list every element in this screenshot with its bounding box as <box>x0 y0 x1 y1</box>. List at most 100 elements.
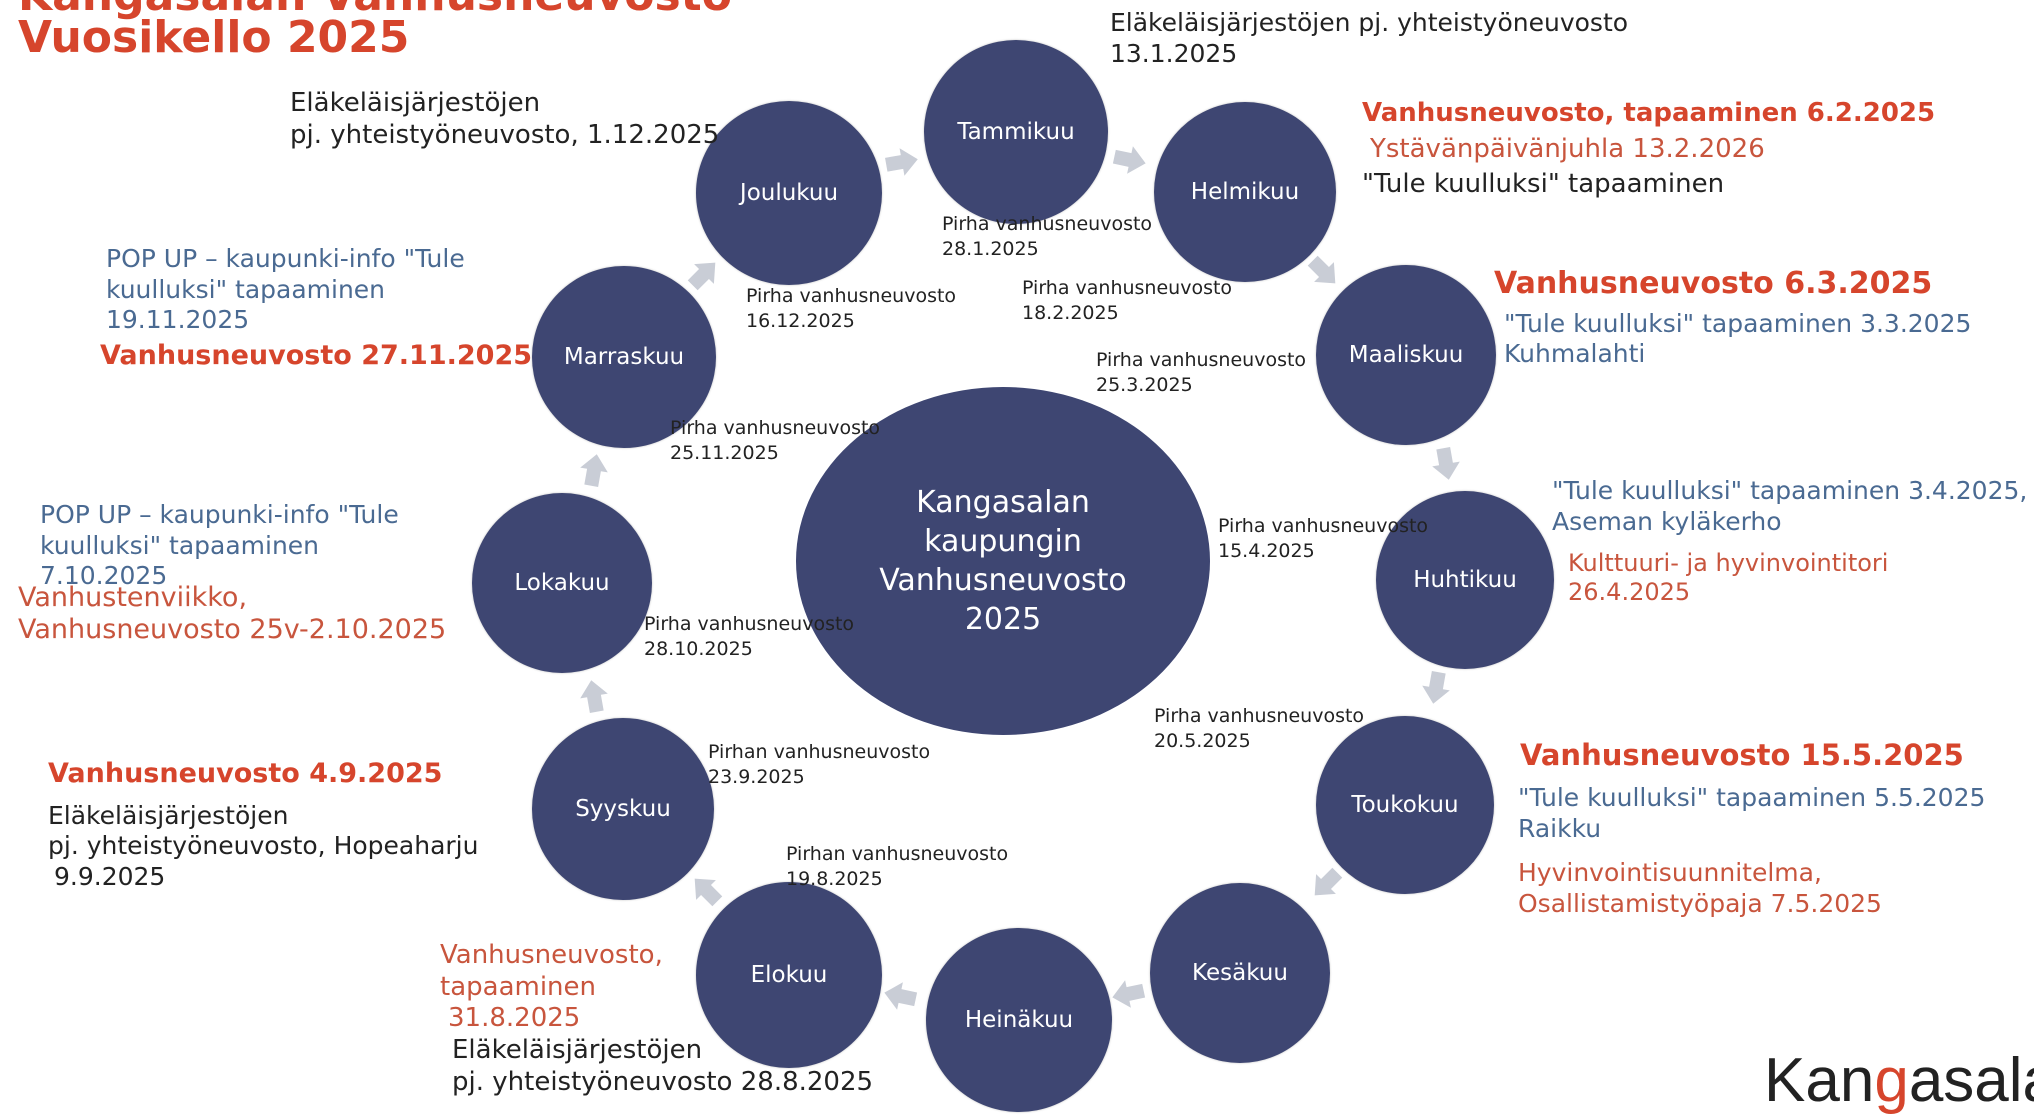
month-kesakuu: Kesäkuu <box>1150 883 1330 1063</box>
month-huhtikuu: Huhtikuu <box>1376 491 1554 669</box>
center-line-3: Vanhusneuvosto <box>879 563 1127 598</box>
note-december-line-1: Eläkeläisjärjestöjen <box>290 88 541 118</box>
note-september-line-4: 9.9.2025 <box>54 861 166 891</box>
note-august-dark-2: pj. yhteistyöneuvosto 28.8.2025 <box>452 1066 874 1097</box>
pirha-december: Pirha vanhusneuvosto 16.12.2025 <box>746 284 956 333</box>
month-lokakuu: Lokakuu <box>472 493 652 673</box>
title-line-1: Kangasalan Vanhusneuvosto <box>18 0 732 18</box>
pirha-may: Pirha vanhusneuvosto 20.5.2025 <box>1154 704 1364 753</box>
note-november-blue-1: POP UP – kaupunki-info "Tule <box>106 244 465 273</box>
note-august: Vanhusneuvosto, tapaaminen 31.8.2025 Elä… <box>440 940 873 1099</box>
note-april: "Tule kuulluksi" tapaaminen 3.4.2025, As… <box>1552 476 2027 608</box>
center-line-4: 2025 <box>964 602 1042 637</box>
pirha-november: Pirha vanhusneuvosto 25.11.2025 <box>670 416 880 465</box>
kangasala-logo: Kangasala <box>1764 1050 2034 1112</box>
center-line-2: kaupungin <box>924 524 1082 559</box>
pirha-september-title: Pirhan vanhusneuvosto <box>708 741 931 763</box>
arrow-mar-to-apr-icon <box>1427 443 1465 484</box>
note-april-line-4: 26.4.2025 <box>1568 578 1691 607</box>
logo-part-3: asala <box>1908 1046 2034 1115</box>
note-may-line-2: "Tule kuulluksi" tapaaminen 5.5.2025 <box>1518 783 1986 813</box>
note-november: POP UP – kaupunki-info "Tule kuulluksi" … <box>100 244 532 372</box>
note-december-line-2: pj. yhteistyöneuvosto, 1.12.2025 <box>290 119 720 150</box>
note-october-blue-1: POP UP – kaupunki-info "Tule <box>40 500 399 529</box>
month-heinakuu: Heinäkuu <box>926 928 1112 1112</box>
note-october-red-1: Vanhustenviikko, <box>18 581 248 613</box>
pirha-august: Pirhan vanhusneuvosto 19.8.2025 <box>786 842 1008 891</box>
pirha-august-title: Pirhan vanhusneuvosto <box>786 843 1009 865</box>
note-october: POP UP – kaupunki-info "Tule kuulluksi" … <box>18 500 446 647</box>
note-april-line-1: "Tule kuulluksi" tapaaminen 3.4.2025, <box>1552 476 2028 505</box>
note-may-line-4: Hyvinvointisuunnitelma, <box>1518 858 1822 888</box>
note-april-line-2: Aseman kyläkerho <box>1552 506 1782 536</box>
month-helmikuu: Helmikuu <box>1154 102 1336 282</box>
pirha-january-date: 28.1.2025 <box>942 237 1039 260</box>
pirha-april: Pirha vanhusneuvosto 15.4.2025 <box>1218 514 1428 563</box>
center-line-1: Kangasalan <box>916 485 1090 520</box>
pirha-august-date: 19.8.2025 <box>786 867 883 890</box>
pirha-january-title: Pirha vanhusneuvosto <box>942 213 1153 235</box>
note-january-line-1: Eläkeläisjärjestöjen pj. yhteistyöneuvos… <box>1110 8 1629 37</box>
note-september-line-2: Eläkeläisjärjestöjen <box>48 800 289 830</box>
note-august-red-3: 31.8.2025 <box>448 1003 581 1034</box>
pirha-march-date: 25.3.2025 <box>1096 373 1193 396</box>
arrow-jan-to-feb-icon <box>1109 141 1151 180</box>
note-february-line-2: Ystävänpäivänjuhla 13.2.2026 <box>1370 133 1765 164</box>
month-joulukuu: Joulukuu <box>696 101 882 285</box>
note-september-line-3: pj. yhteistyöneuvosto, Hopeaharju <box>48 831 479 861</box>
note-october-red-2: Vanhusneuvosto 25v-2.10.2025 <box>18 614 447 646</box>
arrow-oct-to-nov-icon <box>575 449 613 490</box>
arrow-feb-to-mar-icon <box>1300 248 1348 296</box>
month-marraskuu: Marraskuu <box>532 266 716 448</box>
pirha-november-title: Pirha vanhusneuvosto <box>670 417 881 439</box>
note-may-line-3: Raikku <box>1518 813 1602 843</box>
pirha-december-date: 16.12.2025 <box>746 309 855 332</box>
note-september-heading: Vanhusneuvosto 4.9.2025 <box>48 758 443 789</box>
logo-part-2: g <box>1874 1046 1909 1115</box>
month-elokuu: Elokuu <box>696 882 882 1068</box>
note-march-line-2: "Tule kuulluksi" tapaaminen 3.3.2025 <box>1504 308 1972 338</box>
month-maaliskuu: Maaliskuu <box>1316 265 1496 445</box>
center-circle: Kangasalan kaupungin Vanhusneuvosto 2025 <box>796 387 1210 735</box>
arrow-nov-to-dec-icon <box>680 250 728 298</box>
note-december: Eläkeläisjärjestöjen pj. yhteistyöneuvos… <box>290 88 719 151</box>
note-october-blue-3: 7.10.2025 <box>40 561 168 590</box>
note-august-red-1: Vanhusneuvosto, <box>440 940 663 970</box>
month-syyskuu: Syyskuu <box>532 718 714 900</box>
arrow-jun-to-jul-icon <box>1107 975 1149 1014</box>
note-february: Vanhusneuvosto, tapaaminen 6.2.2025 Ystä… <box>1362 98 1935 201</box>
title-line-2: Vuosikello 2025 <box>18 12 410 63</box>
note-february-heading: Vanhusneuvosto, tapaaminen 6.2.2025 <box>1362 98 1936 128</box>
note-may-line-5: Osallistamistyöpaja 7.5.2025 <box>1518 888 1882 918</box>
arrow-dec-to-jan-icon <box>881 143 922 181</box>
note-november-heading: Vanhusneuvosto 27.11.2025 <box>100 339 533 371</box>
pirha-september: Pirhan vanhusneuvosto 23.9.2025 <box>708 740 930 789</box>
arrow-sep-to-oct-icon <box>575 675 613 716</box>
pirha-october-date: 28.10.2025 <box>644 637 753 660</box>
pirha-may-title: Pirha vanhusneuvosto <box>1154 705 1365 727</box>
note-april-line-3: Kulttuuri- ja hyvinvointitori <box>1568 549 1889 577</box>
arrow-jul-to-aug-icon <box>879 977 921 1016</box>
note-february-line-3: "Tule kuulluksi" tapaaminen <box>1362 169 1725 200</box>
note-november-blue-3: 19.11.2025 <box>106 305 250 334</box>
note-march-line-3: Kuhmalahti <box>1504 339 1646 369</box>
note-march: Vanhusneuvosto 6.3.2025 "Tule kuulluksi"… <box>1494 266 1971 370</box>
pirha-march-title: Pirha vanhusneuvosto <box>1096 349 1307 371</box>
pirha-february: Pirha vanhusneuvosto 18.2.2025 <box>1022 276 1232 325</box>
arrow-may-to-jun-icon <box>1302 860 1350 908</box>
arrow-apr-to-may-icon <box>1417 667 1455 708</box>
pirha-november-date: 25.11.2025 <box>670 441 779 464</box>
note-november-blue-2: kuulluksi" tapaaminen <box>106 274 386 304</box>
month-tammikuu: Tammikuu <box>924 40 1108 224</box>
note-august-red-2: tapaaminen <box>440 971 596 1002</box>
pirha-may-date: 20.5.2025 <box>1154 729 1251 752</box>
pirha-january: Pirha vanhusneuvosto 28.1.2025 <box>942 212 1152 261</box>
note-january: Eläkeläisjärjestöjen pj. yhteistyöneuvos… <box>1110 8 1628 69</box>
pirha-october-title: Pirha vanhusneuvosto <box>644 613 855 635</box>
pirha-april-date: 15.4.2025 <box>1218 539 1315 562</box>
pirha-february-date: 18.2.2025 <box>1022 301 1119 324</box>
pirha-april-title: Pirha vanhusneuvosto <box>1218 515 1429 537</box>
note-may-heading: Vanhusneuvosto 15.5.2025 <box>1520 738 1964 772</box>
note-march-heading: Vanhusneuvosto 6.3.2025 <box>1494 266 1933 301</box>
month-toukokuu: Toukokuu <box>1316 716 1494 894</box>
